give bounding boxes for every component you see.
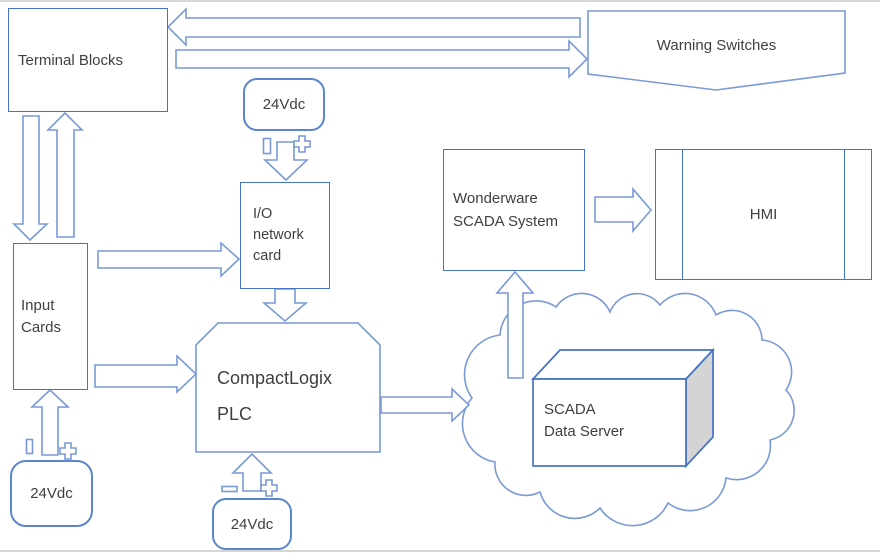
- battery-negative-icon: [25, 438, 34, 455]
- warning-switches-shape: [587, 10, 846, 91]
- arrow-terminal-to-inputcards: [12, 115, 50, 242]
- plc-shape: [195, 322, 381, 453]
- input-cards-label: Input Cards: [21, 296, 62, 336]
- arrow-inputcards-to-iocard: [97, 241, 241, 278]
- bottom-edge-line: [0, 550, 880, 552]
- battery-negative-icon: [221, 485, 238, 493]
- node-hmi: HMI: [655, 149, 872, 280]
- wonderware-label: Wonderware SCADA System: [453, 190, 559, 230]
- scada-data-server-label: SCADA Data Server: [544, 401, 625, 440]
- warning-switches-label: Warning Switches: [656, 37, 777, 54]
- server-cube-top-face: [531, 349, 715, 380]
- battery-positive-icon: [59, 442, 77, 460]
- arrow-terminal-to-warning: [175, 39, 589, 79]
- io-network-card-label: I/O network card: [253, 206, 304, 264]
- arrow-cloud-to-wonderware: [495, 270, 535, 379]
- server-cube-front-face: [532, 378, 687, 467]
- psu-bottom-left-label: 24Vdc: [30, 485, 73, 502]
- hmi-left-inner-line: [682, 150, 684, 279]
- arrow-wonderware-to-hmi: [594, 186, 653, 234]
- arrow-iocard-to-plc: [261, 288, 309, 323]
- node-psu-top: 24Vdc: [243, 78, 325, 131]
- terminal-blocks-label: Terminal Blocks: [18, 51, 124, 69]
- arrow-inputcards-to-plc: [94, 354, 198, 394]
- node-io-network-card: I/O network card: [240, 182, 330, 289]
- arrow-inputcards-to-terminal: [46, 111, 84, 238]
- node-wonderware: Wonderware SCADA System: [443, 149, 585, 271]
- battery-negative-icon: [262, 137, 272, 155]
- node-terminal-blocks: Terminal Blocks: [8, 8, 168, 112]
- arrow-plc-to-cloud: [380, 387, 471, 423]
- arrow-psu-to-inputcards: [29, 388, 71, 456]
- node-psu-bottom-mid: 24Vdc: [212, 498, 292, 550]
- node-input-cards: Input Cards: [13, 243, 88, 390]
- psu-top-label: 24Vdc: [262, 96, 306, 113]
- psu-bottom-mid-label: 24Vdc: [230, 515, 274, 533]
- server-cube: [531, 347, 715, 469]
- plc-label: CompactLogix PLC: [217, 368, 333, 424]
- node-psu-bottom-left: 24Vdc: [10, 460, 93, 527]
- arrow-warning-to-terminal: [166, 7, 581, 47]
- top-edge-line: [0, 0, 880, 2]
- hmi-label: HMI: [749, 206, 778, 223]
- battery-positive-icon: [293, 135, 311, 153]
- hmi-right-inner-line: [843, 150, 845, 279]
- battery-positive-icon: [260, 479, 278, 497]
